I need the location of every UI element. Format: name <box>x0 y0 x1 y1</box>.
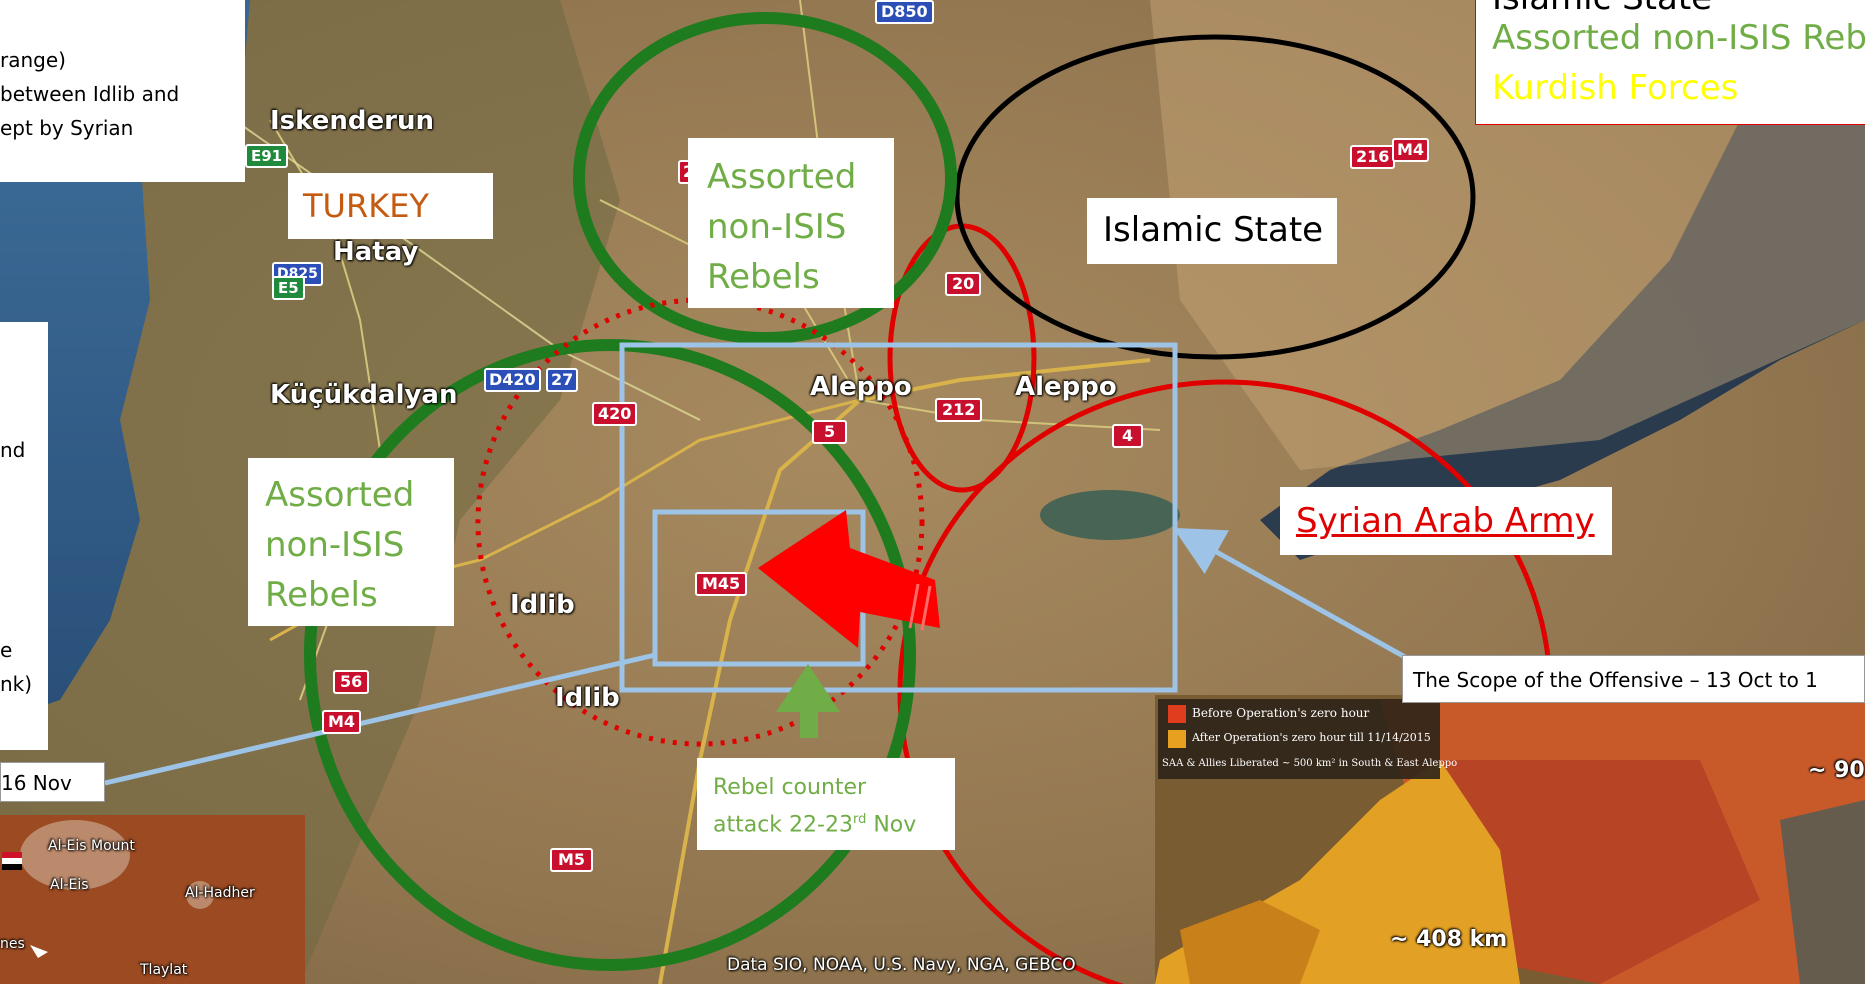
date-fragment-text: 16 Nov <box>1 771 72 795</box>
islamic-state-box: Islamic State <box>1087 198 1337 264</box>
inset-tlaylat: Tlaylat <box>140 962 188 978</box>
road-east <box>599 199 1161 431</box>
rebel-counter-month: Nov <box>866 812 917 838</box>
force-legend-box: Islamic State Assorted non-ISIS Reb Kurd… <box>1475 0 1865 125</box>
shield-e5: E5 <box>272 276 305 300</box>
date-fragment-box: 16 Nov <box>0 762 105 802</box>
top-left-note-box: range) between Idlib and ept by Syrian <box>0 0 245 182</box>
rebel-counter-arrow <box>776 664 840 738</box>
islamic-state-ellipse <box>954 34 1476 360</box>
inset-al-eis-mount: Al-Eis Mount <box>48 838 135 854</box>
rebels-west-line-2: non-ISIS <box>265 525 405 565</box>
place-hatay: Hatay <box>333 237 419 267</box>
turkey-label-box: TURKEY <box>288 173 493 239</box>
place-kucukdalyan: Küçükdalyan <box>270 380 458 410</box>
rebels-north-ellipse <box>573 12 957 344</box>
scope-pointer-line <box>1173 527 1407 660</box>
scope-label-box: The Scope of the Offensive – 13 Oct to 1 <box>1402 655 1865 703</box>
shield-m45: M45 <box>695 572 748 596</box>
top-left-note-line-1: range) <box>0 48 66 72</box>
legend-rebels: Assorted non-ISIS Reb <box>1492 18 1865 58</box>
rebels-north-label: Assorted non-ISIS Rebels <box>707 152 856 302</box>
inset-nes: nes <box>0 936 25 952</box>
arrow-tail-stripes <box>908 583 932 631</box>
left-note-box: nd e nk) <box>0 322 48 750</box>
rebels-west-ellipse <box>304 339 916 971</box>
top-left-note-line-3: ept by Syrian <box>0 116 134 140</box>
shield-m4: M4 <box>322 710 362 734</box>
date-pointer-line <box>104 652 656 786</box>
left-note-line-3: nk) <box>0 672 33 696</box>
islamic-state-label: Islamic State <box>1103 210 1324 250</box>
scope-outer-rect <box>619 342 1178 693</box>
rebel-counter-box: Rebel counter attack 22-23rd Nov <box>697 758 955 850</box>
inset-legend-after: After Operation's zero hour till 11/14/2… <box>1192 731 1431 744</box>
inset-left-map <box>0 815 305 984</box>
inset-al-eis: Al-Eis <box>50 877 89 893</box>
left-note-line-1: nd <box>0 438 26 462</box>
rebel-counter-sup: rd <box>852 812 867 827</box>
legend-kurdish: Kurdish Forces <box>1492 68 1739 108</box>
place-idlib-1: Idlib <box>510 590 575 620</box>
rebel-counter-line-2: attack 22-23rd Nov <box>713 804 916 841</box>
inset-area-408: ~ 408 km <box>1390 927 1508 952</box>
place-iskenderun: Iskenderun <box>270 106 434 136</box>
rebels-west-line-1: Assorted <box>265 475 415 515</box>
rebel-counter-date: attack 22-23 <box>713 812 853 838</box>
turkey-label: TURKEY <box>303 187 429 225</box>
shield-e91: E91 <box>245 144 289 168</box>
syrian-arab-army-label: Syrian Arab Army <box>1296 501 1595 541</box>
rebels-north-line-2: non-ISIS <box>707 207 847 247</box>
shield-212: 212 <box>935 398 983 422</box>
shield-56: 56 <box>333 670 370 694</box>
shield-m4-top: M4 <box>1392 138 1430 162</box>
inset-right-map <box>1155 695 1865 984</box>
place-aleppo-2: Aleppo <box>1015 372 1117 402</box>
shield-m5: M5 <box>550 848 594 872</box>
shield-d420: D420 <box>484 368 541 392</box>
salt-lake <box>1040 490 1180 540</box>
rebel-counter-line-1: Rebel counter <box>713 775 867 800</box>
inset-al-hadher: Al-Hadher <box>185 885 255 901</box>
rebels-west-label: Assorted non-ISIS Rebels <box>265 470 414 620</box>
top-left-note-line-2: between Idlib and <box>0 82 180 106</box>
place-aleppo-1: Aleppo <box>810 372 912 402</box>
shield-4: 4 <box>1112 424 1144 448</box>
rebels-west-box: Assorted non-ISIS Rebels <box>248 458 454 626</box>
rebels-north-box: Assorted non-ISIS Rebels <box>688 138 894 308</box>
shield-d850: D850 <box>875 0 934 24</box>
shield-420: 420 <box>592 402 638 426</box>
syrian-arab-army-box: Syrian Arab Army <box>1280 487 1612 555</box>
shield-5: 5 <box>812 420 848 444</box>
scope-label: The Scope of the Offensive – 13 Oct to 1 <box>1413 668 1818 692</box>
rebels-west-line-3: Rebels <box>265 575 378 615</box>
left-note-line-2: e <box>0 638 13 662</box>
rebel-counter-label: Rebel counter attack 22-23rd Nov <box>713 772 916 841</box>
rebels-north-line-1: Assorted <box>707 157 857 197</box>
shield-20: 20 <box>945 272 982 296</box>
rebels-north-line-3: Rebels <box>707 257 820 297</box>
inset-legend-before: Before Operation's zero hour <box>1192 706 1370 720</box>
map-attribution: Data SIO, NOAA, U.S. Navy, NGA, GEBCO <box>727 955 1076 975</box>
place-idlib-2: Idlib <box>555 683 620 713</box>
inset-area-90: ~ 90 <box>1808 758 1865 783</box>
inset-legend-liberated: SAA & Allies Liberated ~ 500 km² in Sout… <box>1162 758 1458 769</box>
shield-27: 27 <box>546 368 579 392</box>
legend-islamic-state: Islamic State <box>1492 0 1712 18</box>
saa-offensive-arrow <box>758 510 940 648</box>
shield-216: 216 <box>1350 145 1396 169</box>
